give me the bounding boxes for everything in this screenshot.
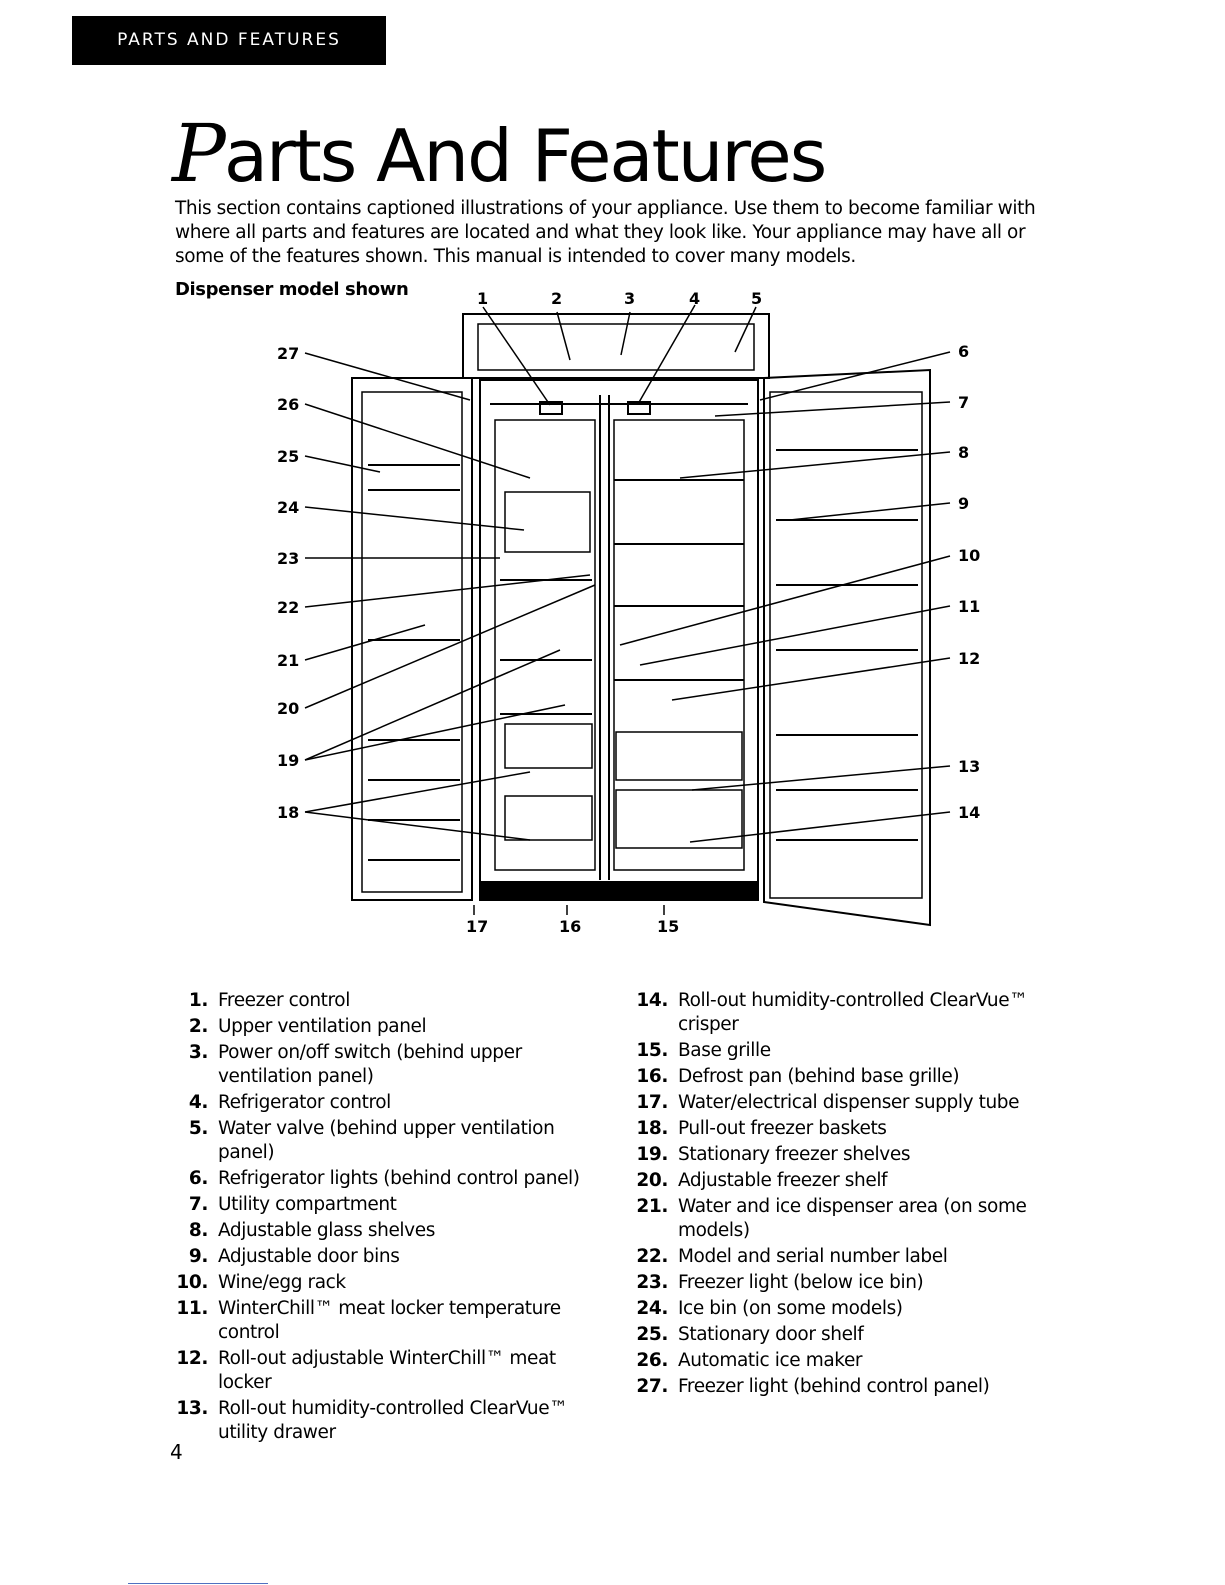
list-item: 9.Adjustable door bins	[188, 1246, 400, 1267]
list-item: 17.Water/electrical dispenser supply tub…	[636, 1092, 1020, 1113]
callout-18: 18	[277, 803, 299, 822]
callout-2: 2	[551, 289, 562, 308]
callout-24: 24	[277, 498, 299, 517]
callout-6: 6	[958, 342, 969, 361]
list-item: 1.Freezer control	[188, 990, 350, 1011]
callout-15: 15	[657, 917, 679, 936]
list-item: 3.Power on/off switch (behind upper vent…	[188, 1042, 522, 1087]
callout-7: 7	[958, 393, 969, 412]
list-item: 27.Freezer light (behind control panel)	[636, 1376, 990, 1397]
section-tab: PARTS AND FEATURES	[72, 16, 386, 65]
callout-23: 23	[277, 549, 299, 568]
callout-numbers: 1 2 3 4 5 6 7 8 9 10 11 12 13 14 15 16 1…	[277, 289, 980, 936]
callout-13: 13	[958, 757, 980, 776]
footer-rule	[128, 1583, 268, 1584]
callout-16: 16	[559, 917, 581, 936]
callout-1: 1	[477, 289, 488, 308]
list-item: 16.Defrost pan (behind base grille)	[636, 1066, 960, 1087]
callout-20: 20	[277, 699, 299, 718]
list-item: 22.Model and serial number label	[636, 1246, 948, 1267]
callout-22: 22	[277, 598, 299, 617]
list-item: 8.Adjustable glass shelves	[188, 1220, 435, 1241]
list-item: 15.Base grille	[636, 1040, 771, 1061]
callout-leaders	[304, 304, 951, 915]
callout-27: 27	[277, 344, 299, 363]
callout-9: 9	[958, 494, 969, 513]
list-item: 2.Upper ventilation panel	[188, 1016, 427, 1037]
callout-3: 3	[624, 289, 635, 308]
list-item: 21.Water and ice dispenser area (on some…	[636, 1196, 1027, 1241]
list-item: 23.Freezer light (below ice bin)	[636, 1272, 924, 1293]
list-item: 19.Stationary freezer shelves	[636, 1144, 911, 1165]
list-item: 26.Automatic ice maker	[636, 1350, 863, 1371]
list-item: 6.Refrigerator lights (behind control pa…	[188, 1168, 580, 1189]
page-title: Parts And Features	[172, 114, 827, 194]
page-number: 4	[170, 1440, 183, 1464]
list-item: 5.Water valve (behind upper ventilation …	[188, 1118, 555, 1163]
callout-14: 14	[958, 803, 980, 822]
callout-17: 17	[466, 917, 488, 936]
parts-list-left: 1.Freezer control 2.Upper ventilation pa…	[172, 989, 612, 1447]
callout-10: 10	[958, 546, 980, 565]
list-item: 13.Roll-out humidity-controlled ClearVue…	[176, 1398, 568, 1443]
list-item: 10.Wine/egg rack	[176, 1272, 346, 1293]
list-item: 25.Stationary door shelf	[636, 1324, 864, 1345]
list-item: 24.Ice bin (on some models)	[636, 1298, 903, 1319]
callout-19: 19	[277, 751, 299, 770]
intro-paragraph: This section contains captioned illustra…	[175, 198, 1036, 267]
callout-4: 4	[689, 289, 700, 308]
refrigerator-illustration	[351, 313, 931, 927]
callout-21: 21	[277, 651, 299, 670]
callout-26: 26	[277, 395, 299, 414]
callout-8: 8	[958, 443, 969, 462]
callout-11: 11	[958, 597, 980, 616]
list-item: 14.Roll-out humidity-controlled ClearVue…	[636, 990, 1028, 1035]
diagram-caption: Dispenser model shown	[175, 279, 409, 300]
list-item: 18.Pull-out freezer baskets	[636, 1118, 887, 1139]
parts-list-right: 14.Roll-out humidity-controlled ClearVue…	[632, 989, 1072, 1401]
callout-5: 5	[751, 289, 762, 308]
refrigerator-diagram: 1 2 3 4 5 6 7 8 9 10 11 12 13 14 15 16 1…	[277, 289, 980, 936]
list-item: 7.Utility compartment	[188, 1194, 397, 1215]
callout-12: 12	[958, 649, 980, 668]
title-rest: arts And Features	[223, 114, 827, 198]
callout-25: 25	[277, 447, 299, 466]
title-initial: P	[172, 107, 226, 200]
list-item: 11.WinterChill™ meat locker temperature …	[176, 1298, 561, 1343]
list-item: 20.Adjustable freezer shelf	[636, 1170, 888, 1191]
list-item: 12.Roll-out adjustable WinterChill™ meat…	[176, 1348, 556, 1393]
list-item: 4.Refrigerator control	[188, 1092, 391, 1113]
